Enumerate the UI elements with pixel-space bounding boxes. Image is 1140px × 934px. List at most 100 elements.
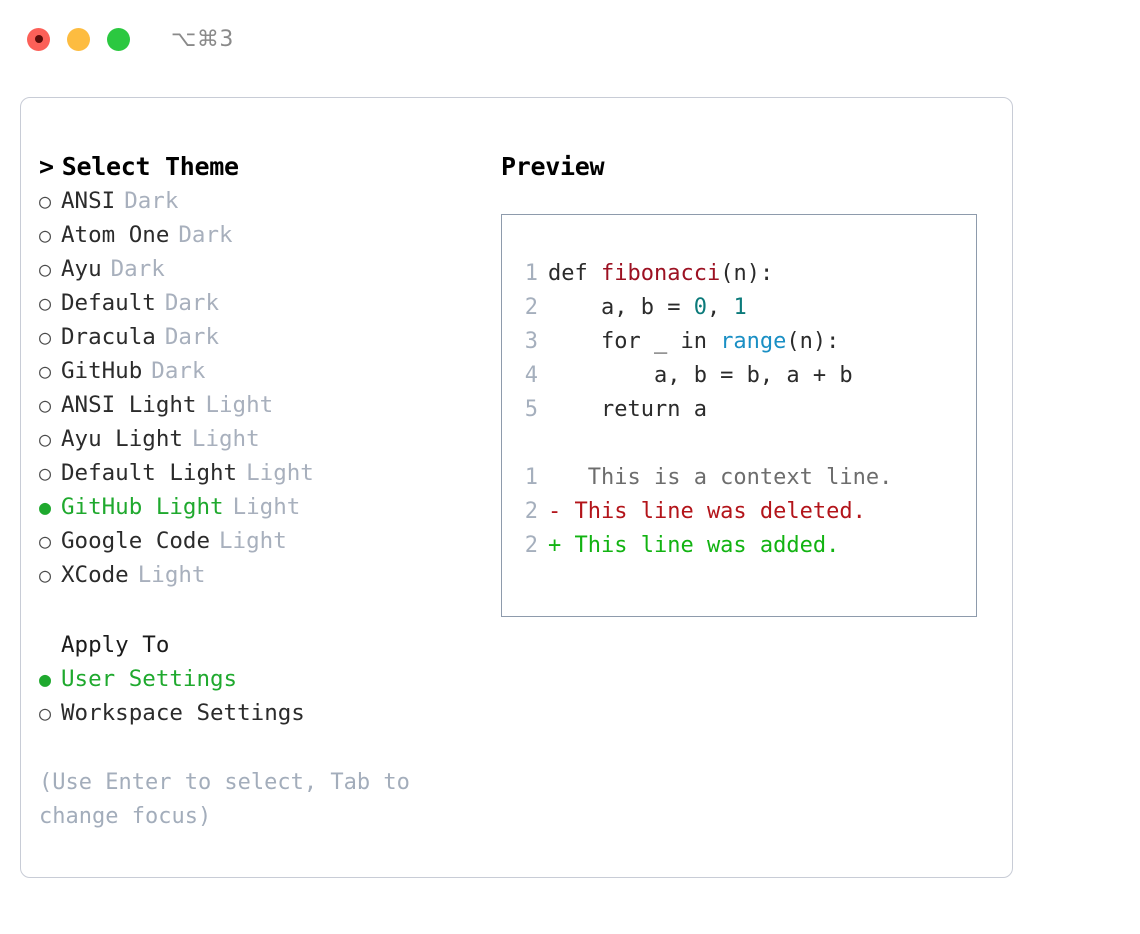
diff-line-text: - This line was deleted. <box>548 499 866 524</box>
theme-option-label: ANSI Light <box>61 392 197 418</box>
theme-option-dracula[interactable]: ○ Dracula Dark <box>39 320 501 354</box>
code-token-kw: def <box>548 261 601 286</box>
theme-option-label: Google Code <box>61 528 211 554</box>
theme-option-label: Ayu <box>61 256 102 282</box>
code-token-plain: , <box>706 295 734 320</box>
theme-option-label: GitHub Light <box>61 494 224 520</box>
apply-to-option-label: Workspace Settings <box>61 700 305 726</box>
diff-line-text: This is a context line. <box>548 465 893 490</box>
theme-option-label: Default Light <box>61 460 238 486</box>
code-line-number: 4 <box>524 363 538 388</box>
radio-unselected-icon: ○ <box>39 461 52 485</box>
theme-list-header-label: Select Theme <box>61 152 239 181</box>
radio-unselected-icon: ○ <box>39 701 52 725</box>
theme-option-variant: Light <box>219 528 287 554</box>
theme-option-ansi[interactable]: ○ ANSI Dark <box>39 184 501 218</box>
diff-sample: 1 This is a context line.2- This line wa… <box>502 461 976 563</box>
prompt-caret-icon: > <box>39 152 54 181</box>
radio-unselected-icon: ○ <box>39 359 52 383</box>
code-line: 1 def fibonacci(n): <box>502 257 976 291</box>
close-window-button[interactable] <box>27 27 50 51</box>
code-token-num: 0 <box>693 295 707 320</box>
keyboard-hint-text: (Use Enter to select, Tab to change focu… <box>39 770 410 829</box>
code-line-number: 2 <box>524 295 538 320</box>
code-line-number: 1 <box>524 261 538 286</box>
code-token-num: 1 <box>733 295 747 320</box>
radio-selected-icon: ● <box>39 667 52 691</box>
apply-to-list: ●User Settings ○ Workspace Settings <box>39 662 501 730</box>
code-token-plain: for _ in <box>548 329 721 354</box>
radio-unselected-icon: ○ <box>39 325 52 349</box>
theme-option-label: Dracula <box>61 324 156 350</box>
traffic-light-buttons <box>27 27 130 51</box>
theme-option-github[interactable]: ○ GitHub Dark <box>39 354 501 388</box>
code-line-number: 5 <box>524 397 538 422</box>
code-token-plain: (n): <box>720 261 774 286</box>
theme-option-default-light[interactable]: ○ Default Light Light <box>39 456 501 490</box>
code-line-text: a, b = 0, 1 <box>548 291 747 325</box>
theme-option-variant: Dark <box>110 256 165 282</box>
theme-option-label: Default <box>61 290 156 316</box>
code-line: 2 a, b = 0, 1 <box>502 291 976 325</box>
theme-option-variant: Light <box>232 494 301 520</box>
theme-option-label: GitHub <box>61 358 143 384</box>
code-token-fn: fibonacci <box>600 261 721 286</box>
radio-unselected-icon: ○ <box>39 291 52 315</box>
theme-option-ayu-light[interactable]: ○ Ayu Light Light <box>39 422 501 456</box>
titlebar: ⌥⌘3 <box>0 0 1140 78</box>
code-diff-spacer <box>502 427 976 461</box>
theme-option-label: ANSI <box>61 188 116 214</box>
radio-unselected-icon: ○ <box>39 393 52 417</box>
diff-line-number: 2 <box>524 499 538 524</box>
code-token-plain: return a <box>548 397 707 422</box>
apply-to-option-user-settings[interactable]: ●User Settings <box>39 662 501 696</box>
radio-unselected-icon: ○ <box>39 189 52 213</box>
code-line-text: def fibonacci(n): <box>548 257 773 291</box>
apply-to-section: Apply To ●User Settings ○ Workspace Settin… <box>39 628 501 730</box>
radio-unselected-icon: ○ <box>39 563 52 587</box>
diff-line-del: 2 - This line was deleted. <box>502 495 976 529</box>
theme-option-variant: Dark <box>164 324 220 350</box>
code-line: 5 return a <box>502 393 976 427</box>
radio-unselected-icon: ○ <box>39 223 52 247</box>
theme-option-variant: Light <box>246 460 314 486</box>
theme-option-google-code[interactable]: ○ Google Code Light <box>39 524 501 558</box>
theme-option-ayu[interactable]: ○ Ayu Dark <box>39 252 501 286</box>
radio-unselected-icon: ○ <box>39 529 52 553</box>
preview-header-label: Preview <box>501 152 605 181</box>
close-icon <box>34 35 43 43</box>
theme-option-variant: Dark <box>124 188 179 214</box>
code-line: 4 a, b = b, a + b <box>502 359 976 393</box>
diff-line-add: 2+ This line was added. <box>502 529 976 563</box>
radio-unselected-icon: ○ <box>39 257 52 281</box>
apply-to-option-workspace-settings[interactable]: ○ Workspace Settings <box>39 696 501 730</box>
theme-option-variant: Dark <box>178 222 233 248</box>
minimize-window-button[interactable] <box>67 27 90 51</box>
code-token-plain: (n): <box>786 329 840 354</box>
theme-option-variant: Light <box>137 562 206 588</box>
theme-option-label: XCode <box>61 562 129 588</box>
apply-to-header: Apply To <box>61 632 170 658</box>
code-token-plain: a, b = b, a + b <box>548 363 853 388</box>
maximize-window-button[interactable] <box>107 27 130 51</box>
theme-option-variant: Dark <box>151 358 206 384</box>
code-token-plain: a, b = <box>548 295 694 320</box>
diff-line-text: + This line was added. <box>548 533 840 558</box>
theme-option-variant: Light <box>191 426 260 452</box>
keyboard-shortcut-label: ⌥⌘3 <box>171 26 234 52</box>
theme-option-label: Ayu Light <box>61 426 183 452</box>
theme-option-xcode[interactable]: ○ XCode Light <box>39 558 501 592</box>
radio-unselected-icon: ○ <box>39 427 52 451</box>
code-line-text: return a <box>548 393 707 427</box>
